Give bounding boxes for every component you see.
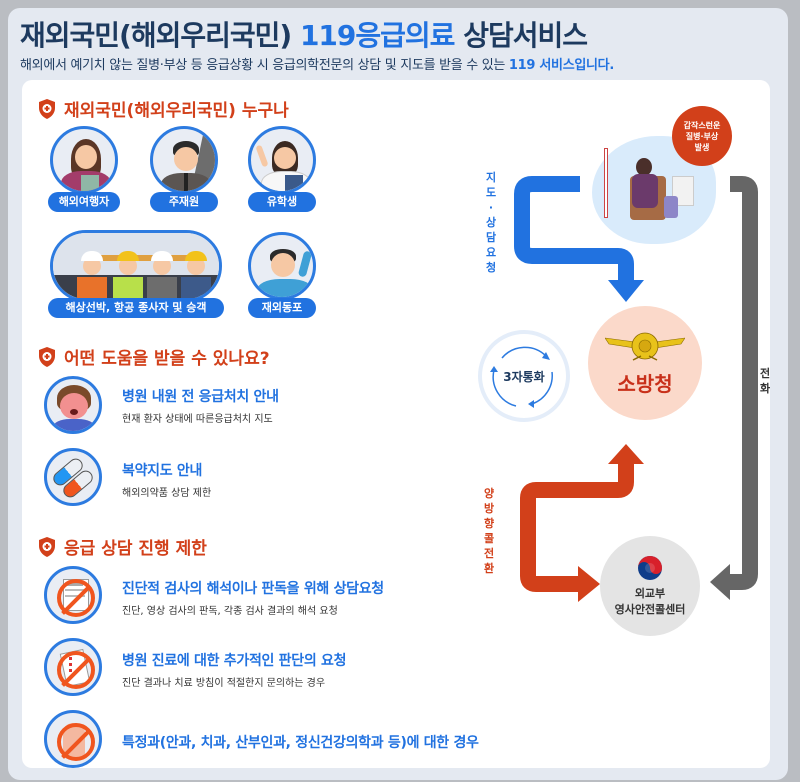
help-item-title: 복약지도 안내 <box>122 463 203 479</box>
no-hand-icon <box>44 710 102 768</box>
limit-item-title: 특정과(안과, 치과, 산부인과, 정신건강의학과 등)에 대한 경우 <box>122 735 479 751</box>
student-avatar <box>248 126 316 194</box>
help-item-desc: 현재 환자 상태에 따른응급처치 지도 <box>122 414 273 425</box>
title-prefix: 재외국민(해외우리국민) <box>20 19 300 52</box>
mofa-label-line1: 외교부 <box>634 587 666 600</box>
page-title: 재외국민(해외우리국민) 119응급의료 상담서비스 <box>20 14 588 54</box>
sick-child-icon <box>44 376 102 434</box>
overseas-korean-avatar <box>248 232 316 300</box>
fire-agency-emblem-icon <box>605 332 685 361</box>
bubble-line: 질병·부상 <box>685 131 719 141</box>
limit-item-desc: 진단, 영상 검사의 판독, 각종 검사 결과의 해석 요청 <box>122 606 338 617</box>
page-subtitle: 해외에서 예기치 않는 질병·부상 등 응급상황 시 응급의학전문의 상담 및 … <box>20 54 614 73</box>
title-highlight: 119응급의료 <box>299 19 455 52</box>
gray-arrow <box>730 176 758 590</box>
section-who-title: 재외국민(해외우리국민) 누구나 <box>64 101 289 121</box>
capsule-pills-icon <box>44 448 102 506</box>
help-item-desc: 해외의약품 상담 제한 <box>122 488 212 499</box>
three-way-call-badge: 3자통화 <box>478 330 570 422</box>
limit-item-title: 병원 진료에 대한 추가적인 판단의 요청 <box>122 653 347 669</box>
traveler-avatar <box>50 126 118 194</box>
phone-call-label: 전화 <box>759 367 771 395</box>
prohibited-sign-icon <box>57 723 95 761</box>
student-label: 유학생 <box>248 192 316 212</box>
section-help-title: 어떤 도움을 받을 수 있나요? <box>64 349 270 369</box>
shield-plus-icon <box>38 98 56 119</box>
section-who-heading: 재외국민(해외우리국민) 누구나 <box>38 96 289 121</box>
mofa-call-center-node: 외교부 영사안전콜센터 <box>600 536 700 636</box>
section-help-heading: 어떤 도움을 받을 수 있나요? <box>38 344 270 369</box>
prohibited-sign-icon <box>57 579 95 617</box>
bubble-line: 갑작스런운 <box>683 120 721 130</box>
korea-government-emblem-icon <box>638 556 662 580</box>
cycle-arrows-icon <box>490 346 553 408</box>
fire-agency-label: 소방청 <box>617 371 673 396</box>
maritime-aviation-label: 해상선박, 항공 종사자 및 승객 <box>48 298 224 318</box>
shield-plus-icon <box>38 346 56 367</box>
expat-employee-avatar <box>150 126 218 194</box>
overseas-korean-label: 재외동포 <box>248 298 316 318</box>
mofa-label-line2: 영사안전콜센터 <box>614 603 686 616</box>
section-limits-heading: 응급 상담 진행 제한 <box>38 534 207 559</box>
two-way-call-label: 양방향콜전환 <box>483 487 495 575</box>
shield-plus-icon <box>38 536 56 557</box>
section-limits-title: 응급 상담 진행 제한 <box>64 539 207 559</box>
infographic-frame: 재외국민(해외우리국민) 119응급의료 상담서비스 해외에서 예기치 않는 질… <box>8 8 788 780</box>
expat-employee-label: 주재원 <box>150 192 218 212</box>
guidance-request-label: 지도·상담요청 <box>485 171 497 274</box>
traveler-label: 해외여행자 <box>48 192 120 212</box>
no-clipboard-icon <box>44 638 102 696</box>
no-test-results-icon <box>44 566 102 624</box>
limit-item-desc: 진단 결과나 치료 방침이 적절한지 문의하는 경우 <box>122 678 326 689</box>
content-card: 재외국민(해외우리국민) 누구나 해외여행자 주재원 유학생 <box>22 80 770 768</box>
bubble-line: 발생 <box>694 142 710 152</box>
fire-agency-node: 소방청 <box>588 306 702 420</box>
sick-patient-illustration <box>592 136 716 244</box>
maritime-aviation-avatar <box>50 230 222 302</box>
three-way-call-label: 3자통화 <box>503 369 545 384</box>
limit-item-title: 진단적 검사의 해석이나 판독을 위해 상담요청 <box>122 581 384 597</box>
prohibited-sign-icon <box>57 651 95 689</box>
subtitle-text: 해외에서 예기치 않는 질병·부상 등 응급상황 시 응급의학전문의 상담 및 … <box>20 58 509 73</box>
title-suffix: 상담서비스 <box>454 19 588 52</box>
subtitle-highlight: 119 서비스입니다. <box>508 58 614 73</box>
help-item-title: 병원 내원 전 응급처치 안내 <box>122 389 279 405</box>
